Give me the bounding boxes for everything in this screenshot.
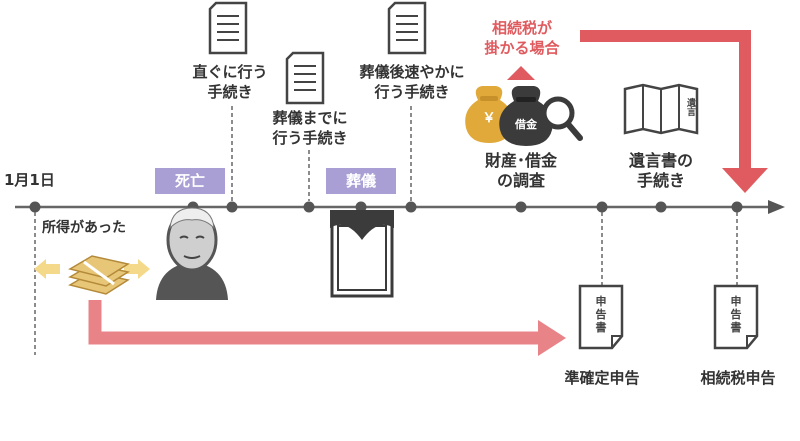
form-char: 告	[730, 308, 742, 321]
funeral-tag: 葬儀	[326, 168, 396, 194]
after-funeral-label: 葬儀後速やかに 行う手続き	[342, 62, 482, 102]
timeline-arrowhead	[768, 200, 785, 214]
dot-inheritance-tax	[731, 201, 743, 213]
immediate-procedures-label: 直ぐに行う 手続き	[170, 62, 290, 102]
form-char: 書	[595, 321, 607, 334]
up-arrow-icon	[507, 66, 535, 80]
label-line: 遺言書の	[628, 151, 693, 170]
inheritance-tax-arrowhead	[722, 168, 768, 193]
label-line: 葬儀までに	[272, 109, 348, 127]
label-line: の調査	[496, 171, 545, 190]
tax-threshold-label: 相続税が 掛かる場合	[470, 18, 574, 58]
debt-label: 借金	[515, 118, 537, 131]
quasi-final-arrow	[88, 300, 540, 345]
asset-survey-label: 財産･借金 の調査	[468, 151, 574, 191]
before-funeral-label: 葬儀までに 行う手続き	[255, 108, 365, 148]
magnifier-icon	[541, 96, 583, 141]
inheritance-tax-return-label: 相続税申告	[700, 369, 776, 387]
will-doc-label: 遺言	[685, 98, 695, 116]
dot-quasi-final	[596, 201, 608, 213]
form-chars-2: 申 告 書	[715, 295, 757, 334]
form-char: 申	[595, 295, 607, 308]
label-line: 財産･借金	[484, 151, 557, 170]
form-char: 申	[730, 295, 742, 308]
label-line: 直ぐに行う	[192, 63, 268, 81]
dot-before-funeral	[303, 201, 315, 213]
will-book-icon	[623, 83, 699, 135]
dot-immediate	[226, 201, 238, 213]
inheritance-tax-arrow	[580, 30, 751, 170]
income-label: 所得があった	[42, 220, 126, 236]
dot-funeral	[355, 201, 367, 213]
document-icon	[387, 1, 427, 55]
funeral-altar-icon	[330, 210, 394, 298]
tax-return-form-icon	[578, 284, 624, 350]
death-tag: 死亡	[155, 168, 225, 194]
dot-will	[655, 201, 667, 213]
form-char: 告	[595, 308, 607, 321]
label-line: 葬儀後速やかに	[359, 63, 465, 81]
quasi-final-return-label: 準確定申告	[564, 369, 640, 387]
label-line: 掛かる場合	[484, 39, 560, 57]
start-date-label: 1月1日	[4, 171, 55, 189]
dashed-connectors	[34, 106, 738, 355]
form-char: 書	[730, 321, 742, 334]
label-line: 相続税が	[491, 19, 552, 37]
quasi-final-arrowhead	[538, 320, 566, 356]
label-line: 手続き	[207, 83, 253, 101]
label-line: 行う手続き	[374, 83, 450, 101]
will-procedures-label: 遺言書の 手続き	[606, 151, 716, 191]
label-line: 行う手続き	[272, 129, 348, 147]
dot-after-funeral	[405, 201, 417, 213]
form-chars-1: 申 告 書	[580, 295, 622, 334]
dot-jan1	[29, 201, 41, 213]
debt-bag-icon	[499, 86, 553, 146]
yen-symbol: ￥	[482, 111, 496, 126]
elderly-man-icon	[156, 207, 228, 300]
tax-return-form-icon	[713, 284, 759, 350]
cash-flow-icon	[34, 255, 150, 295]
document-icon	[208, 1, 248, 55]
document-icon	[285, 51, 325, 105]
dot-asset-survey	[515, 201, 527, 213]
label-line: 手続き	[636, 171, 685, 190]
